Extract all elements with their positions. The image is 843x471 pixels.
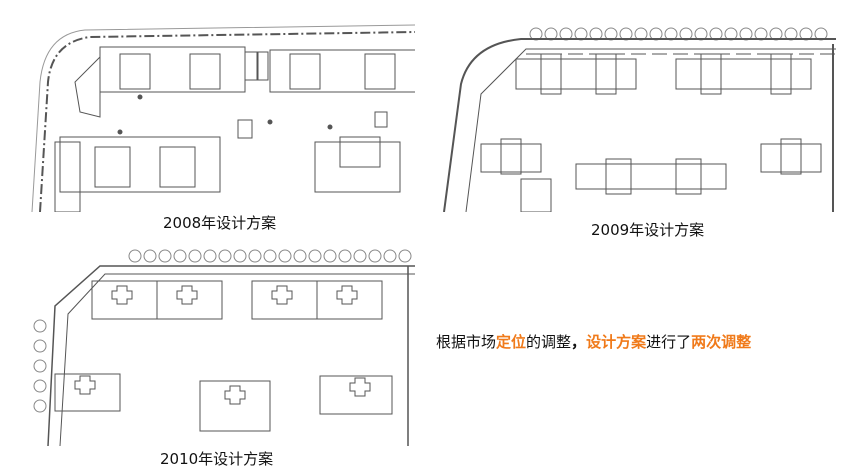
note-highlight-design: 设计方案	[586, 333, 647, 351]
caption-2009: 2009年设计方案	[591, 221, 705, 239]
note-text-1: 根据市场	[436, 333, 497, 351]
site-plan-2008	[20, 12, 415, 212]
site-plan-2009	[436, 14, 836, 212]
note-highlight-positioning: 定位	[496, 333, 527, 351]
note-text-3: 进行了	[646, 333, 692, 351]
caption-2010: 2010年设计方案	[160, 450, 274, 468]
caption-2008: 2008年设计方案	[163, 214, 277, 232]
note-highlight-two-adjustments: 两次调整	[691, 333, 752, 351]
site-plan-2010	[20, 236, 415, 446]
note-text-2: 的调整	[526, 333, 572, 351]
note-comma: ，	[571, 333, 587, 351]
summary-note: 根据市场定位的调整，设计方案进行了两次调整	[436, 331, 751, 352]
